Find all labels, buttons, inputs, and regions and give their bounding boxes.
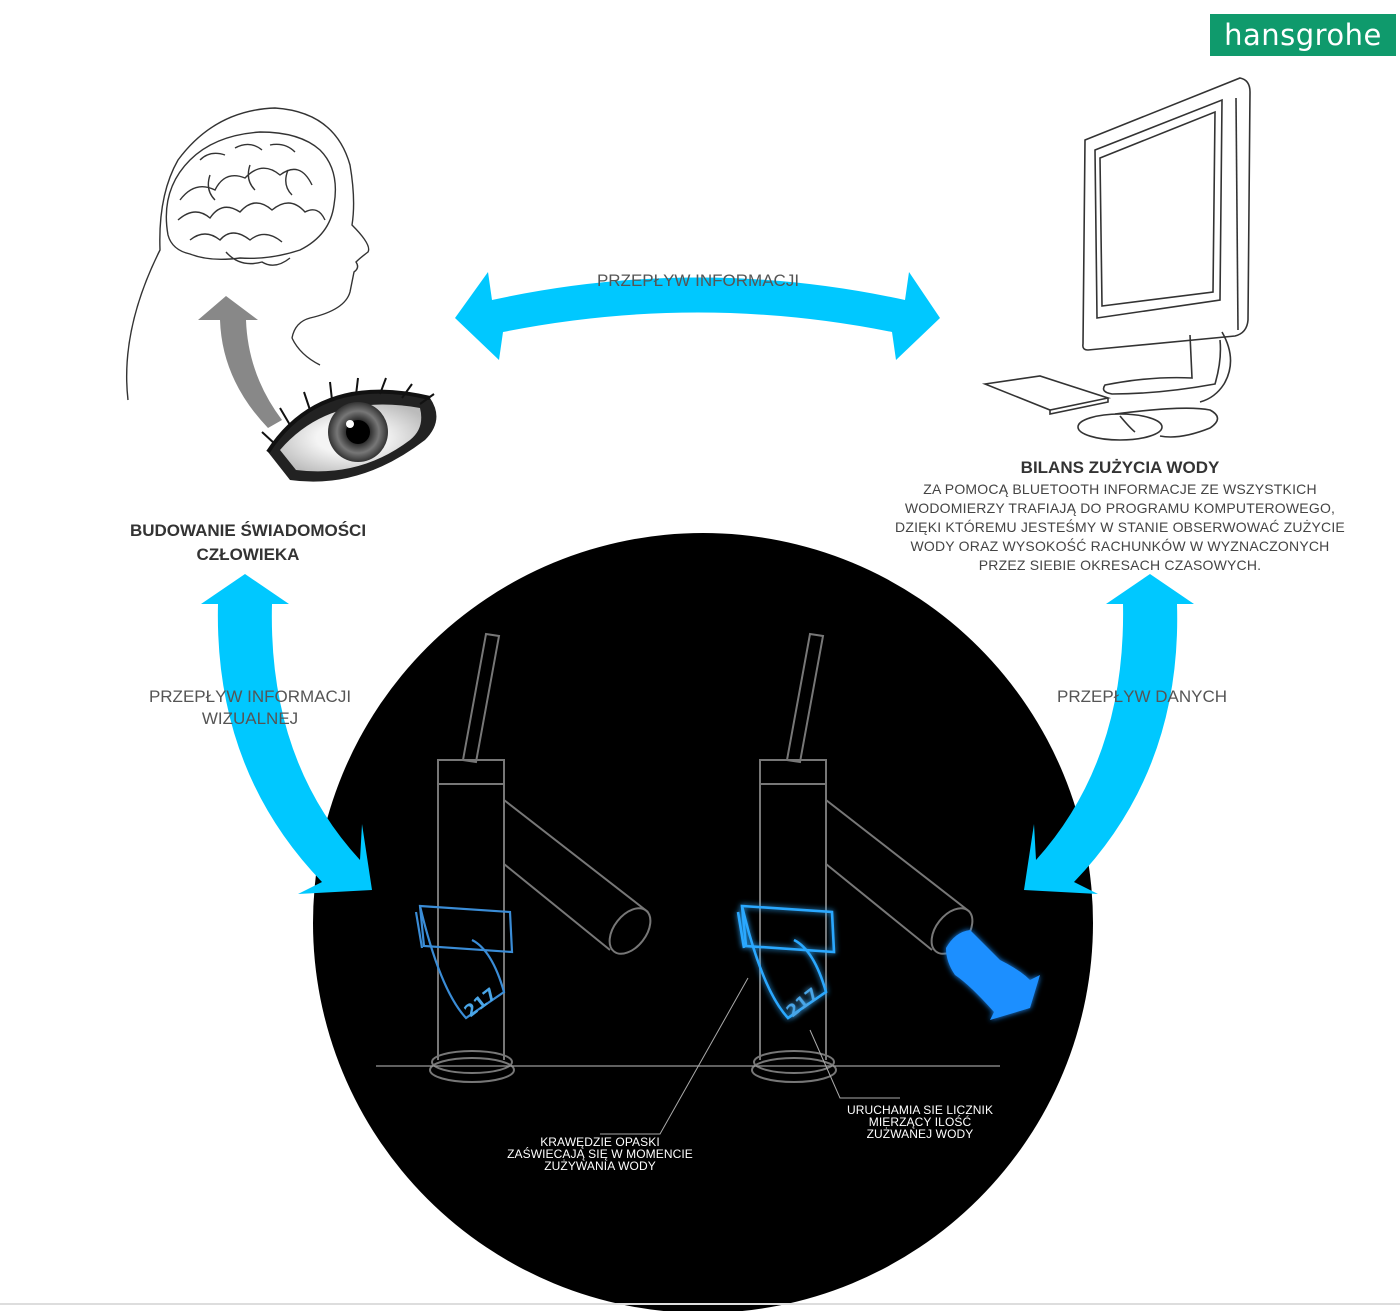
water-balance-title: BILANS ZUŻYCIA WODY [1020, 458, 1220, 477]
callout-band-line1: KRAWĘDZIE OPASKI [540, 1135, 660, 1149]
human-title-line1: BUDOWANIE ŚWIADOMOŚCI [129, 521, 367, 540]
faucet-left [429, 632, 652, 1083]
hansgrohe-logo: hansgrohe [1210, 14, 1396, 56]
callout-counter-line2: MIERZĄCY ILOŚĆ [868, 1115, 972, 1129]
faucet-left-band [414, 904, 514, 1020]
left-arrow-label-line1: PRZEPŁYW INFORMACJI [148, 687, 352, 706]
eye-illustration [261, 377, 437, 482]
faucet-right-band-glow [736, 904, 836, 1020]
water-balance-desc-line2: WODOMIERZY TRAFIAJĄ DO PROGRAMU KOMPUTER… [904, 500, 1336, 516]
water-balance-desc-line4: WODY ORAZ WYSOKOŚĆ RACHUNKÓW W WYZNACZON… [910, 538, 1330, 554]
left-arrow-label-line2: WIZUALNEJ [201, 709, 299, 728]
human-awareness-title: BUDOWANIE ŚWIADOMOŚCI CZŁOWIEKA [98, 519, 398, 567]
human-title-line2: CZŁOWIEKA [196, 545, 300, 564]
water-balance-desc-line3: DZIĘKI KTÓREMU JESTEŚMY W STANIE OBSERWO… [895, 519, 1345, 535]
water-balance-desc-line1: ZA POMOCĄ BLUETOOTH INFORMACJE ZE WSZYST… [923, 481, 1317, 497]
callout-band-line2: ZAŚWIECAJĄ SIĘ W MOMENCIE [507, 1147, 693, 1161]
callout-band-line3: ZUŻYWANIA WODY [544, 1159, 656, 1173]
callout-band-glow: KRAWĘDZIE OPASKI ZAŚWIECAJĄ SIĘ W MOMENC… [492, 1136, 708, 1172]
human-head-illustration [125, 107, 370, 401]
right-arrow-label: PRZEPŁYW DANYCH [1056, 687, 1228, 706]
callout-leader-left [600, 977, 749, 1135]
callout-counter-line1: URUCHAMIA SIE LICZNIK [846, 1103, 994, 1117]
water-stream [946, 930, 1040, 1020]
top-double-arrow [455, 272, 940, 360]
left-curved-arrow [201, 574, 372, 894]
eye-to-brain-arrow [198, 296, 282, 428]
faucet-right [751, 632, 974, 1083]
callout-counter-line3: ZUŻWANEJ WODY [866, 1127, 974, 1141]
callout-leader-right [809, 1029, 900, 1099]
callout-counter: URUCHAMIA SIE LICZNIK MIERZĄCY ILOŚĆ ZUŻ… [822, 1104, 1018, 1140]
top-arrow-label: PRZEPŁYW INFORMACJI [596, 271, 800, 290]
left-arrow-label: PRZEPŁYW INFORMACJI WIZUALNEJ [120, 686, 380, 730]
black-circle-background [313, 533, 1093, 1311]
water-balance-desc-line5: PRZEZ SIEBIE OKRESACH CZASOWYCH. [978, 557, 1262, 573]
computer-illustration [981, 77, 1251, 441]
right-curved-arrow [1024, 574, 1194, 894]
bottom-rule [0, 1303, 1400, 1305]
water-balance-block: BILANS ZUŻYCIA WODY ZA POMOCĄ BLUETOOTH … [880, 456, 1360, 575]
